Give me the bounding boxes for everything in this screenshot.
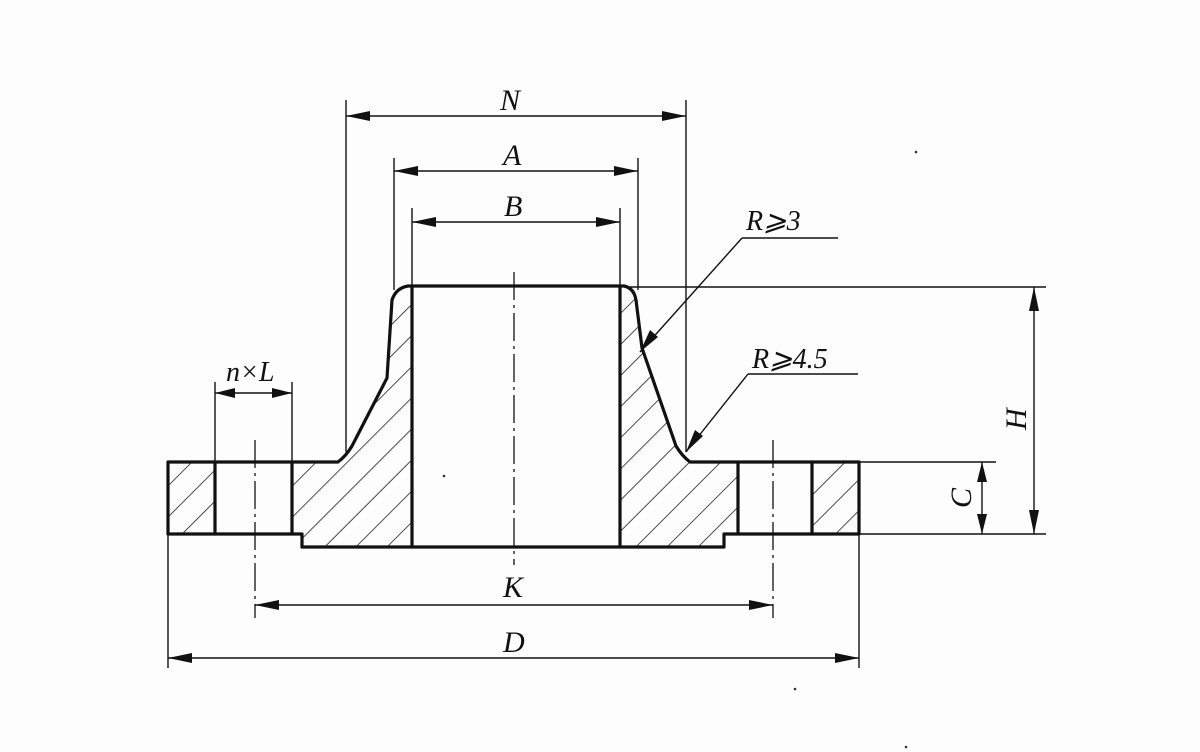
label-r3: R⩾3 [745, 206, 801, 237]
label-r4-5: R⩾4.5 [751, 344, 828, 375]
part-outline [166, 284, 861, 549]
section-hatching [168, 286, 859, 547]
label-d: D [502, 626, 525, 659]
extension-lines [167, 100, 1046, 668]
label-a: A [501, 139, 522, 172]
right-outer-section [812, 462, 859, 534]
right-hub-section [620, 286, 738, 547]
left-hub-section [292, 286, 412, 547]
label-k: K [502, 571, 525, 604]
center-lines [254, 272, 774, 618]
label-c: C [945, 487, 978, 508]
dimension-labels: N A B n×L K D R⩾3 R⩾4.5 H C [226, 84, 1033, 659]
label-h: H [1000, 406, 1033, 431]
label-n: N [499, 84, 522, 117]
label-b: B [504, 190, 522, 223]
scan-specks [442, 150, 918, 749]
dimension-lines [168, 111, 1039, 663]
left-outer-section [168, 462, 215, 534]
label-n-times-l: n×L [226, 357, 274, 388]
